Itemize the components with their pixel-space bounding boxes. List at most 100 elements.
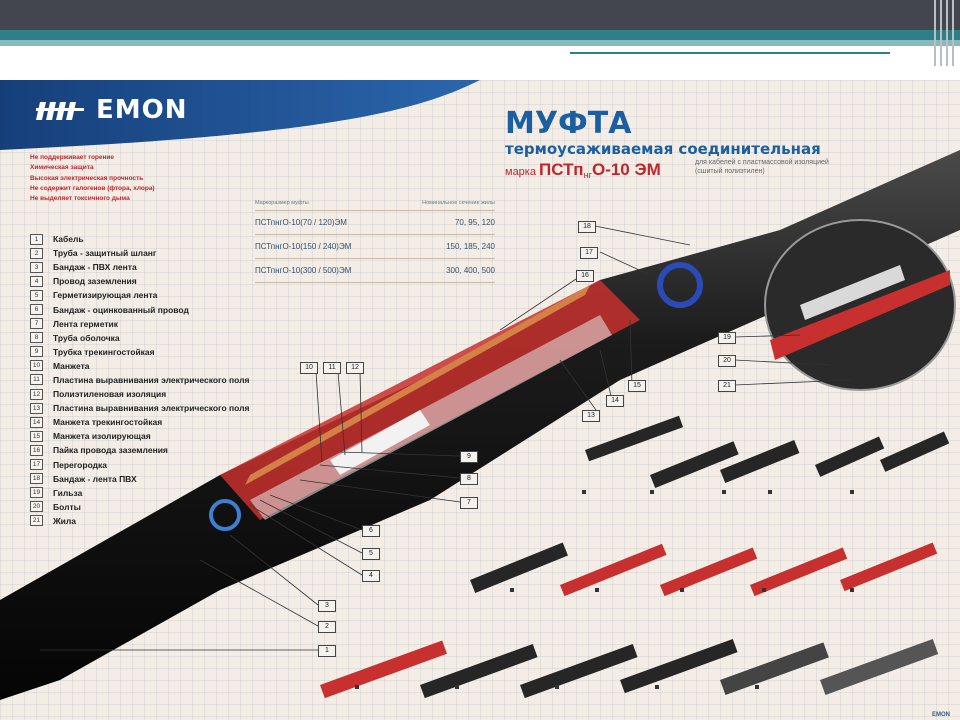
callout-8: 8 <box>460 473 478 485</box>
legend-label: Манжета <box>53 360 90 371</box>
property-item: Не выделяет токсичного дыма <box>30 195 130 203</box>
kit-row-1 <box>585 415 950 488</box>
callout-16: 16 <box>576 270 594 282</box>
legend-number: 6 <box>30 304 43 316</box>
legend-label: Бандаж - ПВХ лента <box>53 262 137 273</box>
blue-band <box>209 499 241 531</box>
poster-artwork <box>0 80 960 700</box>
callout-9: 9 <box>460 451 478 463</box>
poster-subtitle: термоусаживаемая соединительная <box>505 140 821 158</box>
model-note: для кабелей с пластмассовой изоляцией (с… <box>695 159 829 175</box>
callout-2: 2 <box>318 621 336 633</box>
slide-corner-stripes <box>930 0 960 66</box>
callout-10: 10 <box>300 362 318 374</box>
legend-label: Трубка трекингостойкая <box>53 346 155 357</box>
legend-number: 13 <box>30 402 43 414</box>
model-prefix: марка <box>505 166 536 178</box>
callout-14: 14 <box>606 395 624 407</box>
legend-number: 7 <box>30 318 43 330</box>
size-table: Маркоразмер муфты Номинальное сечение жи… <box>255 200 495 283</box>
property-item: Не содержит галогенов (фтора, хлора) <box>30 184 155 192</box>
legend-number: 9 <box>30 346 43 358</box>
copper-screen-wires <box>245 285 590 485</box>
header-swoosh <box>0 80 480 150</box>
model-line: марка ПСТпнгО-10 ЭМ <box>505 160 661 180</box>
table-row: ПСТпнгО-10(70 / 120)ЭМ 70, 95, 120 <box>255 211 495 235</box>
legend-label: Жила <box>53 515 77 526</box>
list-item: 5 Герметизирующая лента <box>30 288 249 302</box>
list-item: 11 Пластина выравнивания электрического п… <box>30 373 249 387</box>
legend-number: 11 <box>30 374 43 386</box>
legend-label: Манжета трекингостойкая <box>53 417 163 428</box>
legend-number: 8 <box>30 332 43 344</box>
legend-label: Пластина выравнивания электрического пол… <box>53 374 250 385</box>
poster: EMON МУФТА термоусаживаемая соединительн… <box>0 80 960 720</box>
emon-logo-icon <box>36 102 84 120</box>
size-col-section: Номинальное сечение жилы <box>422 200 495 206</box>
property-item: Высокая электрическая прочность <box>30 174 144 182</box>
legend-label: Лента герметик <box>53 318 118 329</box>
legend-label: Полиэтиленовая изоляция <box>53 389 167 400</box>
property-item: Не поддерживает горение <box>30 154 115 161</box>
list-item: 10 Манжета <box>30 359 249 373</box>
connector-sleeve <box>330 410 430 475</box>
legend-number: 5 <box>30 289 43 301</box>
table-row: ПСТпнгО-10(150 / 240)ЭМ 150, 185, 240 <box>255 235 495 259</box>
slide-top-bar <box>0 0 960 30</box>
size-model: ПСТпнгО-10(70 / 120)ЭМ <box>255 218 347 227</box>
legend-label: Герметизирующая лента <box>53 290 158 301</box>
callout-21: 21 <box>718 380 736 392</box>
list-item: 15 Манжета изолирующая <box>30 429 249 443</box>
callout-5: 5 <box>362 548 380 560</box>
legend-number: 20 <box>30 501 43 513</box>
legend-number: 21 <box>30 515 43 527</box>
legend-label: Манжета изолирующая <box>53 431 151 442</box>
legend-label: Гильза <box>53 487 83 498</box>
legend-label: Труба оболочка <box>53 332 120 343</box>
poster-title: МУФТА <box>505 106 632 141</box>
size-model: ПСТпнгО-10(150 / 240)ЭМ <box>255 242 352 251</box>
legend-number: 14 <box>30 416 43 428</box>
legend-number: 2 <box>30 247 43 259</box>
detail-connector <box>800 265 905 320</box>
list-item: 8 Труба оболочка <box>30 331 249 345</box>
callout-6: 6 <box>362 525 380 537</box>
list-item: 19 Гильза <box>30 486 249 500</box>
legend-label: Болты <box>53 501 81 512</box>
callout-4: 4 <box>362 570 380 582</box>
size-sections: 300, 400, 500 <box>446 266 495 275</box>
legend-number: 15 <box>30 430 43 442</box>
slide-teal-band <box>0 30 960 40</box>
callout-17: 17 <box>580 247 598 259</box>
legend-number: 19 <box>30 487 43 499</box>
list-item: 20 Болты <box>30 500 249 514</box>
size-table-header: Маркоразмер муфты Номинальное сечение жи… <box>255 200 495 211</box>
slide-accent-line <box>570 52 890 54</box>
size-col-model: Маркоразмер муфты <box>255 200 309 206</box>
list-item: 4 Провод заземления <box>30 274 249 288</box>
legend-number: 10 <box>30 360 43 372</box>
table-row: ПСТпнгО-10(300 / 500)ЭМ 300, 400, 500 <box>255 259 495 283</box>
list-item: 9 Трубка трекингостойкая <box>30 345 249 359</box>
brand-name: EMON <box>96 95 188 125</box>
callout-12: 12 <box>346 362 364 374</box>
legend-number: 4 <box>30 275 43 287</box>
model-name: ПСТп <box>539 160 584 179</box>
legend-label: Провод заземления <box>53 276 137 287</box>
blue-bandage <box>657 262 703 308</box>
legend-label: Бандаж - лента ПВХ <box>53 473 137 484</box>
callout-leaders <box>40 225 851 651</box>
legend-number: 1 <box>30 233 43 245</box>
kit-markers <box>355 490 854 689</box>
list-item: 7 Лента герметик <box>30 317 249 331</box>
slide-light-band <box>0 40 960 46</box>
legend-number: 18 <box>30 473 43 485</box>
callout-20: 20 <box>718 355 736 367</box>
